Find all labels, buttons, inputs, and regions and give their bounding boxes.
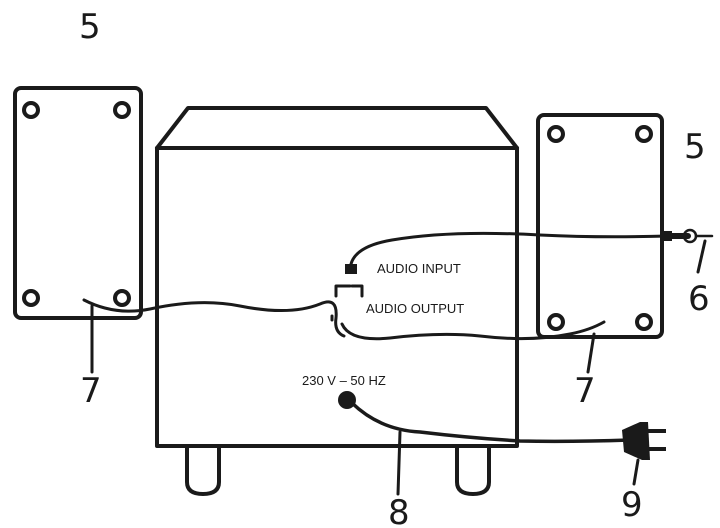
- subwoofer-foot-left: [185, 444, 221, 496]
- audio-input-cable: [345, 228, 714, 274]
- screw-hole: [635, 125, 653, 143]
- callout-5-left: 5: [79, 7, 101, 47]
- screw-hole: [635, 313, 653, 331]
- audio-input-jack: [345, 264, 357, 274]
- right-speaker-cable: [340, 320, 606, 341]
- screw-hole: [113, 289, 131, 307]
- audio-output-label: AUDIO OUTPUT: [366, 301, 464, 316]
- leader-line-7-right: [586, 332, 596, 374]
- leader-line-6: [696, 239, 707, 274]
- audio-output-socket: [330, 284, 364, 322]
- screw-hole: [22, 101, 40, 119]
- leader-line-8: [396, 430, 402, 496]
- power-cord: [338, 391, 632, 444]
- audio-input-label: AUDIO INPUT: [377, 261, 461, 276]
- power-rating-label: 230 V – 50 HZ: [302, 373, 386, 388]
- left-speaker-cable: [82, 298, 346, 338]
- power-plug: [622, 422, 666, 460]
- callout-7-left: 7: [80, 371, 102, 411]
- callout-5-right: 5: [684, 127, 706, 167]
- right-satellite-speaker: [536, 113, 664, 339]
- callout-7-right: 7: [574, 371, 596, 411]
- screw-hole: [113, 101, 131, 119]
- leader-line-9: [632, 458, 640, 486]
- callout-6: 6: [688, 279, 710, 319]
- audio-plug-body: [660, 231, 672, 241]
- screw-hole: [22, 289, 40, 307]
- screw-hole: [547, 313, 565, 331]
- subwoofer: [155, 106, 519, 496]
- subwoofer-foot-right: [455, 444, 491, 496]
- callout-9: 9: [621, 485, 643, 525]
- callout-8: 8: [388, 493, 410, 528]
- screw-hole: [547, 125, 565, 143]
- left-satellite-speaker: [13, 86, 143, 320]
